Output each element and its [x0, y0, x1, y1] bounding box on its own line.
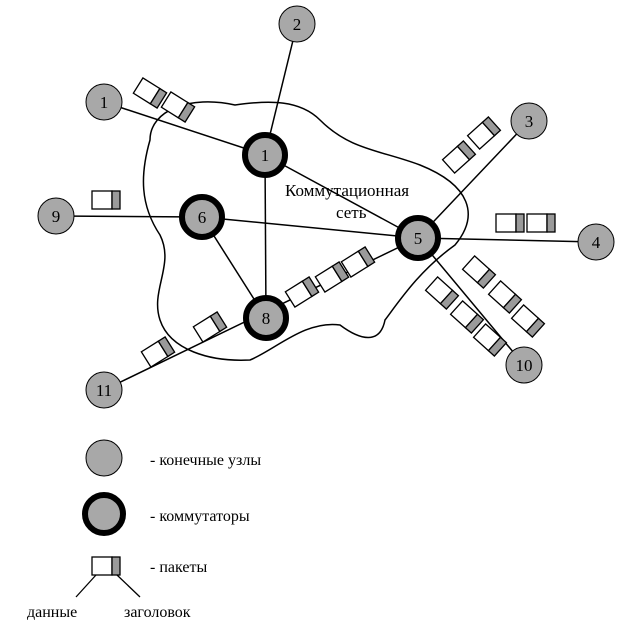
- packet: [91, 190, 121, 210]
- packet: [461, 255, 497, 289]
- legend-packet-icon: [91, 556, 121, 576]
- packet-data: [526, 213, 548, 233]
- packet-header: [439, 289, 460, 310]
- packet-header: [157, 336, 176, 358]
- switch-1-label: 1: [261, 146, 270, 165]
- packet-header: [515, 213, 525, 233]
- packet-header: [357, 246, 376, 268]
- end-node-2-label: 2: [293, 15, 302, 34]
- legend-end-node-label: - конечные узлы: [150, 452, 261, 469]
- switch-8: [243, 295, 289, 341]
- packet-header: [149, 87, 168, 109]
- switch-5-label: 5: [414, 229, 423, 248]
- packet: [466, 116, 502, 150]
- packet: [140, 336, 176, 368]
- end-node-3-label: 3: [525, 112, 534, 131]
- legend-end-node-icon: [85, 439, 123, 477]
- legend-switch-label: - коммутаторы: [150, 508, 250, 525]
- packet-header: [111, 190, 121, 210]
- end-node-1: [85, 83, 123, 121]
- packet-data: [495, 213, 517, 233]
- legend: - конечные узлы - коммутаторы - пакеты д…: [27, 439, 261, 621]
- packet: [160, 91, 196, 123]
- packet-header: [476, 268, 497, 289]
- packet: [192, 311, 228, 343]
- switch-6-label: 6: [198, 208, 207, 227]
- packet-header: [456, 140, 477, 161]
- packet: [314, 261, 350, 293]
- packet-header: [502, 293, 523, 314]
- legend-header-label: заголовок: [124, 604, 191, 621]
- packets: [91, 77, 556, 368]
- end-node-1-label: 1: [100, 93, 109, 112]
- packet: [340, 246, 376, 278]
- packet-header: [177, 101, 196, 123]
- packet-data: [91, 190, 113, 210]
- packet: [449, 300, 485, 334]
- link-sw-1-sw-5: [264, 154, 419, 239]
- link-end-9-sw-6: [55, 215, 203, 218]
- end-node-11-label: 11: [96, 381, 112, 400]
- packet: [487, 280, 523, 314]
- packet-header: [209, 311, 228, 333]
- network-cloud: [142, 101, 469, 361]
- switch-6: [179, 194, 225, 240]
- link-end-1-sw-1: [103, 101, 266, 156]
- end-node-4-label: 4: [592, 233, 601, 252]
- packet: [284, 276, 320, 308]
- link-sw-1-sw-8: [264, 154, 267, 319]
- switch-8-label: 8: [262, 309, 271, 328]
- end-node-4: [577, 223, 615, 261]
- network-label-line2: сеть: [336, 203, 367, 222]
- packet-header: [331, 261, 350, 283]
- packet: [472, 323, 508, 357]
- network-label-line1: Коммутационная: [285, 181, 409, 200]
- link-end-10-sw-5: [417, 237, 525, 366]
- packet-header: [487, 336, 508, 357]
- packet-header: [464, 313, 485, 334]
- legend-switch-icon: [82, 492, 126, 536]
- links: [55, 23, 597, 391]
- packet-header: [301, 276, 320, 298]
- end-node-2: [278, 5, 316, 43]
- switch-1: [242, 132, 288, 178]
- packet: [424, 276, 460, 310]
- packet: [526, 213, 556, 233]
- end-nodes: 1 2 3 4 9 10 11: [37, 5, 615, 409]
- legend-packet-label: - пакеты: [150, 559, 207, 576]
- link-end-4-sw-5: [417, 237, 597, 243]
- end-node-10-label: 10: [516, 356, 533, 375]
- packet: [510, 304, 546, 338]
- end-node-10: [505, 346, 543, 384]
- link-sw-6-sw-5: [201, 216, 419, 239]
- link-end-3-sw-5: [417, 120, 530, 239]
- legend-data-label: данные: [27, 604, 77, 621]
- end-node-3: [510, 102, 548, 140]
- end-node-11: [85, 371, 123, 409]
- end-node-9-label: 9: [52, 207, 61, 226]
- packet: [132, 77, 168, 109]
- packet: [441, 140, 477, 174]
- packet: [495, 213, 525, 233]
- packet-header: [546, 213, 556, 233]
- end-node-9: [37, 197, 75, 235]
- packet-header: [481, 116, 502, 137]
- packet-header: [525, 317, 546, 338]
- switch-5: [395, 215, 441, 261]
